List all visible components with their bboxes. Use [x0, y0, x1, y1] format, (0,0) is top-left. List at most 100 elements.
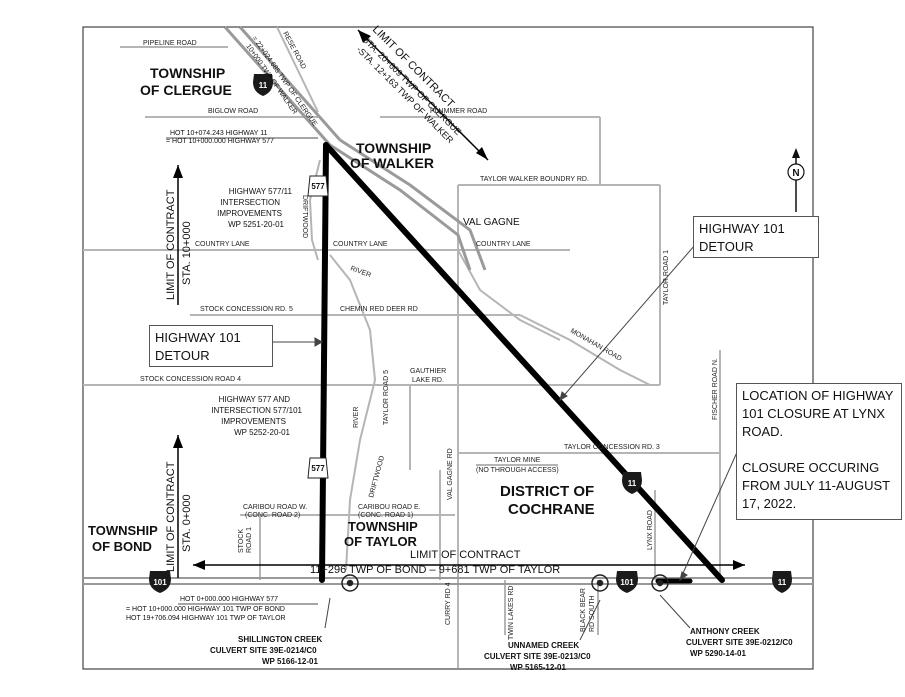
svg-text:11: 11 [628, 479, 637, 488]
limit-w-north-2: STA. 10+000 [181, 221, 193, 285]
hwy-11-detour-segment [323, 142, 725, 583]
cochrane-label-1: DISTRICT OF [500, 483, 594, 500]
driftwood-north-label: DRIFTWOOD [301, 195, 308, 238]
detour-route [319, 142, 725, 584]
val-gagne-rd-label: VAL GAGNE RD [447, 448, 454, 500]
detour-west-line-1: HIGHWAY 101 [155, 330, 241, 345]
hot-south-3: HOT 19+706.094 HIGHWAY 101 TWP OF TAYLOR [126, 615, 286, 622]
svg-text:11: 11 [778, 578, 787, 587]
callout-leaders [272, 244, 739, 641]
taylor-road-1-label: TAYLOR ROAD 1 [663, 250, 670, 305]
river-south-label: RIVER [353, 407, 360, 428]
hot-north-2: = HOT 10+000.000 HIGHWAY 577 [166, 138, 274, 145]
bond-label-2: OF BOND [92, 539, 152, 554]
shillington-label-2: CULVERT SITE 39E-0214/C0 [210, 646, 317, 655]
caribou-w-label-2: (CONC. ROAD 2) [245, 512, 300, 519]
hwy577-north-shield-icon: 577 [307, 175, 329, 197]
hot-south-1: HOT 0+000.000 HIGHWAY 577 [180, 596, 278, 603]
closure-line-6: FROM JULY 11-AUGUST [742, 478, 891, 493]
hwy11-east-shield-icon: 11 [772, 571, 792, 593]
limit-of-contract-markers [173, 29, 745, 578]
detour-east-line-2: DETOUR [699, 239, 754, 254]
hwy101-west-shield-icon: 101 [149, 571, 171, 593]
closure-line-2: 101 CLOSURE AT LYNX [742, 406, 886, 421]
fischer-label: FISCHER ROAD N. [712, 358, 719, 420]
closure-line-5: CLOSURE OCCURING [742, 460, 880, 475]
hwy577-101-label-2: INTERSECTION 577/101 [211, 406, 302, 415]
taylor-conc-3-label: TAYLOR CONCESSION RD. 3 [564, 444, 660, 451]
shillington-label-1: SHILLINGTON CREEK [238, 635, 323, 644]
anthony-culvert-icon [651, 574, 669, 592]
hwy577-101-label-1: HIGHWAY 577 AND [219, 395, 291, 404]
hot-south-2: = HOT 10+000.000 HIGHWAY 101 TWP OF BOND [126, 606, 285, 613]
cochrane-label-2: COCHRANE [508, 501, 595, 518]
anthony-label-2: CULVERT SITE 39E-0212/C0 [686, 638, 793, 647]
gauthier-label-1: GAUTHIER [410, 368, 446, 375]
taylor-road-5-label: TAYLOR ROAD 5 [383, 370, 390, 425]
unnamed-label-1: UNNAMED CREEK [508, 641, 579, 650]
caribou-e-label-1: CARIBOU ROAD E. [358, 504, 421, 511]
hwy577-south-shield-icon: 577 [307, 457, 329, 479]
road-labels: PIPELINE ROAD RESE ROAD BIGLOW ROAD PLUM… [140, 31, 719, 640]
limit-w-south-2: STA. 0+000 [181, 494, 193, 552]
hwy-577-detour-segment [319, 142, 329, 583]
bond-label-1: TOWNSHIP [88, 523, 158, 538]
black-bear-label-1: BLACK BEAR [580, 588, 587, 632]
taylor-label-1: TOWNSHIP [348, 519, 418, 534]
plummer-road-label: PLUMMER ROAD [430, 108, 487, 115]
pipeline-road-label: PIPELINE ROAD [143, 40, 197, 47]
unnamed-culvert-icon [591, 574, 609, 592]
clergue-label-1: TOWNSHIP [150, 65, 225, 81]
hwy11-mid-shield-icon: 11 [622, 472, 642, 494]
svg-text:101: 101 [620, 578, 634, 587]
caribou-w-label-1: CARIBOU ROAD W. [243, 504, 307, 511]
limit-w-north-1: LIMIT OF CONTRACT [165, 189, 177, 300]
curry-label: CURRY RD 4 [445, 582, 452, 625]
taylor-label-2: OF TAYLOR [344, 534, 418, 549]
anthony-label-1: ANTHONY CREEK [690, 627, 760, 636]
country-lane-w-label: COUNTRY LANE [195, 241, 250, 248]
walker-label-1: TOWNSHIP [356, 140, 431, 156]
caribou-e-label-2: (CONC. ROAD 1) [358, 512, 413, 519]
detour-west-callout: HIGHWAY 101 DETOUR [149, 325, 273, 367]
hwy577-101-label-3: IMPROVEMENTS [221, 417, 286, 426]
lynx-label: LYNX ROAD [647, 510, 654, 550]
hwy101-east-shield-icon: 101 [616, 571, 638, 593]
north-arrow-label: N [792, 168, 799, 179]
highway-101-corridor [83, 577, 813, 585]
unnamed-label-3: WP 5165-12-01 [510, 663, 566, 672]
taylor-walker-label: TAYLOR WALKER BOUNDRY RD. [480, 176, 589, 183]
hwy577-11-label-1: HIGHWAY 577/11 [229, 187, 293, 196]
hwy577-11-label-4: WP 5251-20-01 [228, 220, 284, 229]
stock-road-1-label-1: STOCK [238, 529, 245, 553]
detour-west-line-2: DETOUR [155, 348, 210, 363]
twin-lakes-label: TWIN LAKES RD [508, 586, 515, 640]
area-labels: TOWNSHIP OF CLERGUE TOWNSHIP OF WALKER T… [88, 65, 595, 554]
gauthier-label-2: LAKE RD. [412, 377, 444, 384]
country-lane-e-label: COUNTRY LANE [476, 241, 531, 248]
rese-road-line [276, 26, 319, 113]
shillington-culvert-icon [341, 574, 359, 592]
detour-east-callout: HIGHWAY 101 DETOUR [693, 216, 819, 258]
limit-bottom-stations: 11+296 TWP OF BOND – 9+681 TWP OF TAYLOR [310, 564, 560, 576]
black-bear-label-2: RD SOUTH [589, 595, 596, 632]
chemin-red-deer-label: CHEMIN RED DEER RD [340, 306, 418, 313]
taylor-mine-label-1: TAYLOR MINE [494, 457, 541, 464]
highway-shields: 11 577 577 11 101 101 11 [149, 74, 792, 593]
country-lane-c-label: COUNTRY LANE [333, 241, 388, 248]
hwy577-11-label-3: IMPROVEMENTS [217, 209, 282, 218]
limit-w-south-1: LIMIT OF CONTRACT [165, 461, 177, 572]
taylor-mine-label-2: (NO THROUGH ACCESS) [476, 467, 559, 474]
val-gagne-label: VAL GAGNE [463, 217, 520, 228]
detour-east-line-1: HIGHWAY 101 [699, 221, 785, 236]
river-line [329, 254, 377, 571]
anthony-label-3: WP 5290-14-01 [690, 649, 746, 658]
stock-conc-5-label: STOCK CONCESSION RD. 5 [200, 306, 293, 313]
svg-text:11: 11 [259, 81, 268, 90]
highway-11-corridor [223, 26, 487, 271]
closure-line-7: 17, 2022. [742, 496, 797, 511]
walker-label-2: OF WALKER [350, 155, 434, 171]
biglow-road-label: BIGLOW ROAD [208, 108, 258, 115]
stock-conc-4-label: STOCK CONCESSION ROAD 4 [140, 376, 241, 383]
